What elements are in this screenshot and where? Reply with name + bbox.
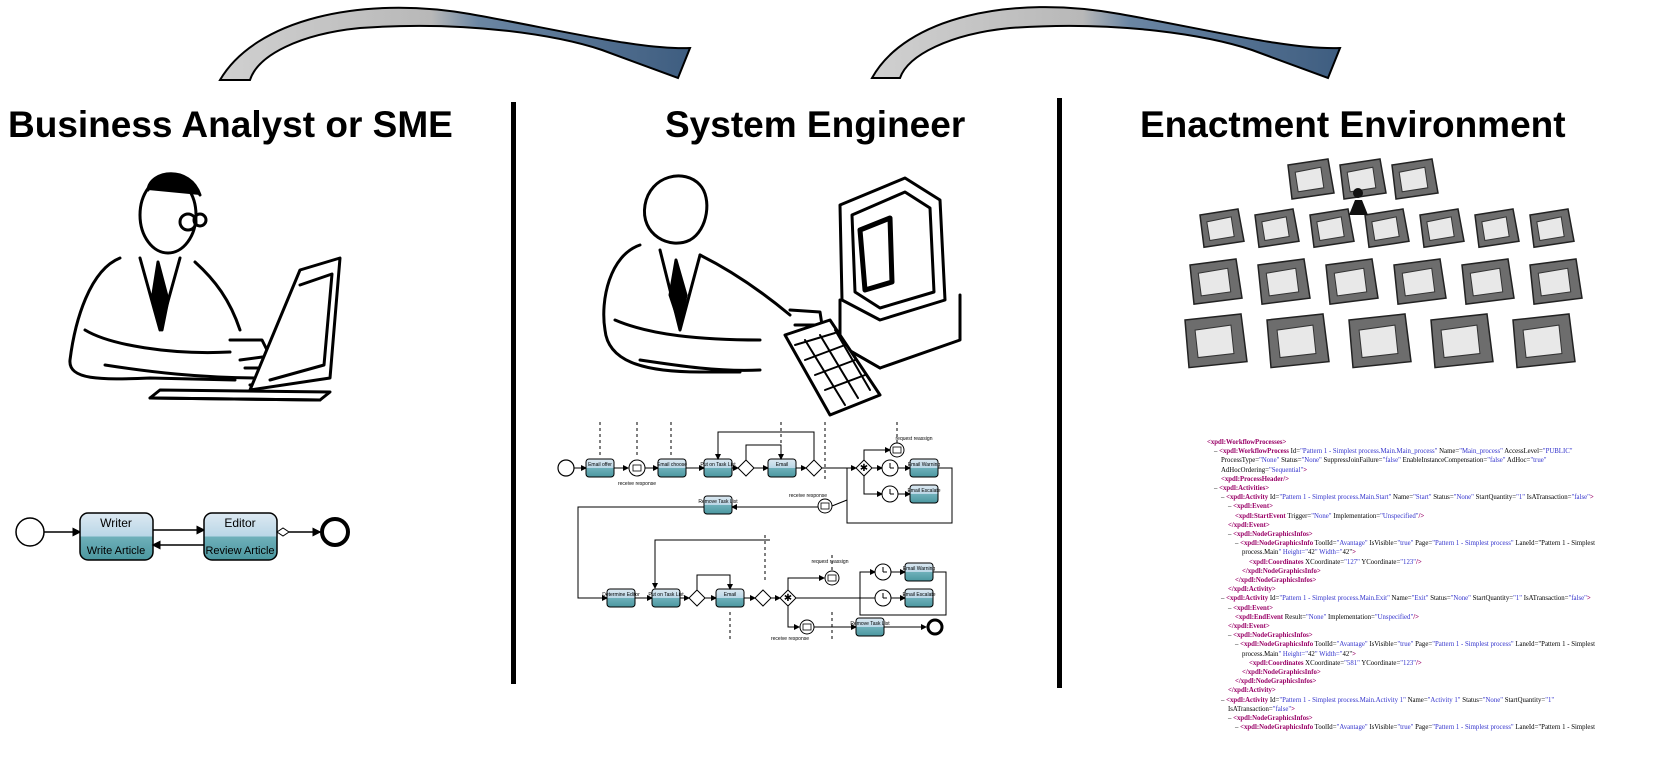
monitor-icon	[1529, 208, 1575, 249]
xml-line: </xpdl:Activity>	[1228, 586, 1276, 594]
xml-line: AdHocOrdering="Sequential">	[1221, 466, 1308, 474]
engineer-computer-illustration	[602, 174, 962, 417]
xml-line: </xpdl:Event>	[1228, 623, 1270, 631]
xml-line: – <xpdl:Activity Id="Pattern 1 - Simples…	[1221, 696, 1555, 704]
xml-line: IsATransaction="false">	[1228, 705, 1296, 713]
xml-line: </xpdl:Activity>	[1228, 687, 1276, 695]
label-email-2: Email	[724, 592, 737, 598]
monitor-icon	[1364, 208, 1410, 249]
task-writer	[79, 512, 154, 561]
review-article-label: Review Article	[205, 545, 274, 557]
curved-arrow-1	[218, 6, 692, 81]
label-request-reassign-2: request reassign	[812, 559, 849, 565]
simple-flow-diagram: Writer Write Article Editor Review Artic…	[15, 512, 350, 561]
label-email-warning-1: Email Warning	[908, 462, 941, 468]
xml-line: </xpdl:NodeGraphicsInfo>	[1242, 669, 1321, 677]
monitor-icon	[1339, 158, 1387, 200]
monitor-icon	[1393, 258, 1447, 305]
task-editor	[203, 512, 278, 561]
xml-line: <xpdl:EndEvent Result="None" Implementat…	[1235, 613, 1419, 621]
writer-label: Writer	[100, 516, 132, 530]
label-email-1: Email	[776, 462, 789, 468]
heading-enactment-environment: Enactment Environment	[1140, 104, 1566, 145]
xml-line: – <xpdl:NodeGraphicsInfos>	[1228, 632, 1313, 640]
monitor-icon	[1254, 208, 1300, 249]
xml-line: – <xpdl:NodeGraphicsInfo ToolId="Avantag…	[1235, 641, 1595, 649]
xml-line: – <xpdl:Event>	[1228, 604, 1273, 612]
xml-line: <xpdl:Coordinates XCoordinate="581" YCoo…	[1249, 659, 1422, 667]
monitor-icon	[1461, 258, 1515, 305]
xml-line: <xpdl:WorkflowProcesses>	[1207, 439, 1287, 446]
xml-line: </xpdl:Event>	[1228, 521, 1270, 529]
label-receive-response-3: receive response	[771, 636, 809, 642]
xml-line: <xpdl:StartEvent Trigger="None" Implemen…	[1235, 512, 1425, 520]
start-event	[15, 517, 45, 547]
xml-line: process.Main" Height="42" Width="42">	[1242, 650, 1356, 658]
column-divider-left	[511, 102, 516, 684]
monitor-icon	[1199, 208, 1245, 249]
label-put-on-task-list-2: Put on Task List	[648, 592, 684, 598]
column-divider-right	[1057, 98, 1062, 688]
monitor-icon	[1189, 258, 1243, 305]
monitor-icon	[1325, 258, 1379, 305]
xml-line: </xpdl:NodeGraphicsInfos>	[1235, 577, 1317, 585]
svg-text:✱: ✱	[784, 593, 792, 604]
enactment-screens-illustration	[1184, 158, 1583, 369]
monitor-icon	[1512, 313, 1576, 369]
monitor-icon	[1391, 158, 1439, 200]
xml-line: – <xpdl:WorkflowProcess Id="Pattern 1 - …	[1214, 448, 1573, 456]
label-email-escalate-1: Email Escalate	[907, 488, 940, 494]
curved-arrow-2	[870, 6, 1342, 80]
xml-line: <xpdl:Coordinates XCoordinate="127" YCoo…	[1249, 558, 1422, 566]
monitor-icon	[1257, 258, 1311, 305]
heading-system-engineer: System Engineer	[665, 104, 966, 145]
xml-line: ProcessType="None" Status="None" Suppres…	[1221, 457, 1547, 465]
monitor-icon	[1287, 158, 1335, 200]
write-article-label: Write Article	[87, 545, 145, 557]
xml-line: – <xpdl:Activities>	[1214, 485, 1270, 493]
label-receive-response-2: receive response	[789, 493, 827, 499]
xml-line: – <xpdl:Activity Id="Pattern 1 - Simples…	[1221, 494, 1594, 502]
label-email-choose: Email choose	[657, 462, 687, 468]
monitor-icon	[1266, 313, 1330, 369]
label-remove-task-list-2: Remove Task List	[850, 621, 890, 627]
label-email-escalate-2: Email Escalate	[902, 592, 935, 598]
label-email-warning-2: Email Warning	[903, 566, 936, 572]
xml-line: – <xpdl:NodeGraphicsInfo ToolId="Avantag…	[1235, 724, 1595, 732]
monitor-icon	[1184, 313, 1248, 369]
monitor-icon	[1348, 313, 1412, 369]
xml-line: – <xpdl:NodeGraphicsInfos>	[1228, 715, 1313, 723]
xml-line: process.Main" Height="42" Width="42">	[1242, 549, 1356, 557]
monitor-icon	[1419, 208, 1465, 249]
editor-label: Editor	[224, 516, 255, 530]
xpdl-xml-listing: <xpdl:WorkflowProcesses> – <xpdl:Workflow…	[1207, 438, 1667, 768]
complex-flow-diagram: ✱ ✱	[557, 422, 953, 642]
monitor-icon	[1474, 208, 1520, 249]
label-determine-editor: Determine Editor	[602, 592, 640, 598]
label-remove-task-list-1: Remove Task List	[698, 499, 738, 505]
analyst-laptop-illustration	[68, 172, 342, 402]
xml-line: </xpdl:NodeGraphicsInfo>	[1242, 567, 1321, 575]
xml-line: – <xpdl:NodeGraphicsInfo ToolId="Avantag…	[1235, 540, 1595, 548]
person-icon	[1349, 200, 1368, 215]
label-request-reassign-1: request reassign	[896, 436, 933, 442]
xml-line: – <xpdl:Event>	[1228, 503, 1273, 511]
xml-line: – <xpdl:Activity Id="Pattern 1 - Simples…	[1221, 595, 1591, 603]
label-put-on-task-list-1: Put on Task List	[700, 462, 736, 468]
heading-business-analyst: Business Analyst or SME	[8, 104, 453, 145]
monitor-icon	[1529, 258, 1583, 305]
xml-line: </xpdl:NodeGraphicsInfos>	[1235, 678, 1317, 686]
label-receive-response-1: receive response	[618, 481, 656, 487]
svg-text:✱: ✱	[860, 463, 868, 474]
xml-line: <xpdl:ProcessHeader/>	[1221, 475, 1290, 483]
label-email-offer: Email offer	[588, 462, 612, 468]
xml-line: – <xpdl:NodeGraphicsInfos>	[1228, 531, 1313, 539]
end-event	[320, 517, 350, 547]
monitor-icon	[1309, 208, 1355, 249]
monitor-icon	[1430, 313, 1494, 369]
